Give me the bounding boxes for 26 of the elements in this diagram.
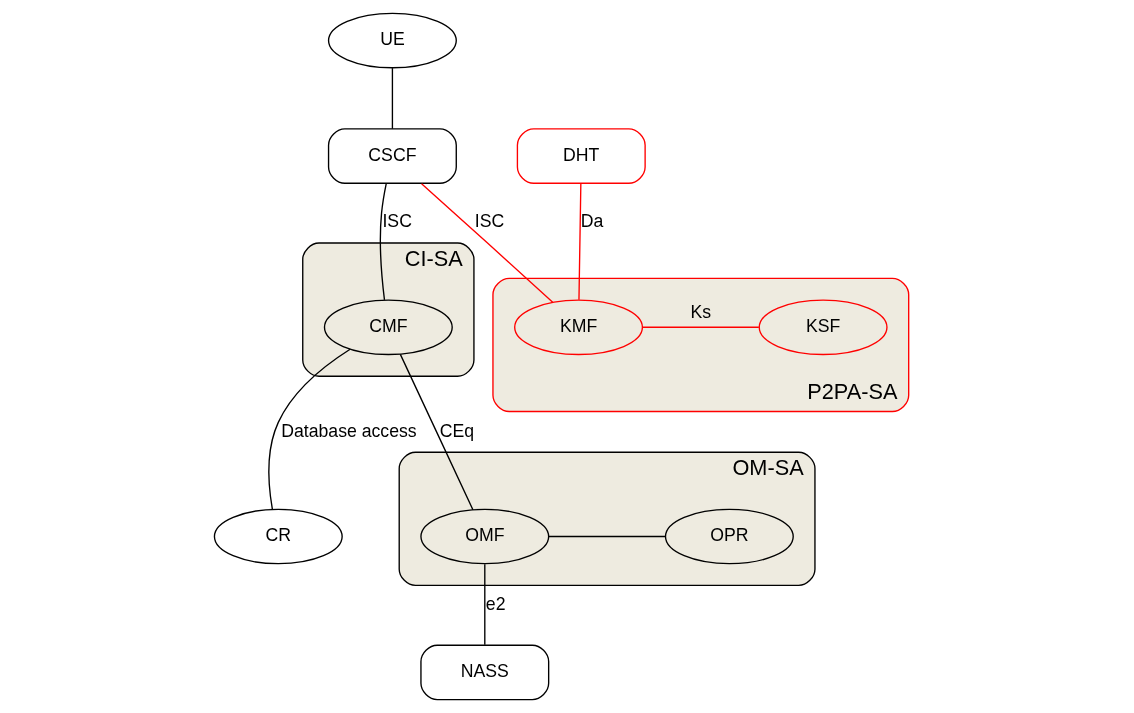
connector [420, 182, 554, 303]
edge-label: ISC [474, 211, 505, 232]
node-box: CSCF [327, 128, 457, 184]
node-box: DHT [516, 128, 646, 184]
connector [642, 326, 760, 328]
connector [379, 182, 387, 301]
node-ellipse: UE [327, 12, 457, 69]
connector [268, 348, 351, 510]
connector [484, 563, 486, 646]
edge-label: ISC [382, 211, 412, 232]
node-ellipse: OMF [420, 508, 550, 565]
edge-label: Da [580, 211, 604, 232]
connector [391, 67, 394, 130]
edge-label: Database access [281, 420, 417, 441]
connector [548, 535, 666, 538]
node-ellipse: CR [213, 508, 343, 565]
connector [399, 353, 474, 511]
node-ellipse: OPR [664, 508, 794, 565]
edge-label: Ks [690, 302, 712, 323]
node-ellipse: CMF [323, 299, 453, 356]
connector [578, 182, 582, 301]
node-ellipse: KMF [514, 299, 644, 356]
edge-label: CEq [439, 420, 475, 441]
node-box: NASS [420, 644, 550, 701]
edge-label: e2 [485, 594, 506, 615]
node-ellipse: KSF [758, 299, 888, 356]
